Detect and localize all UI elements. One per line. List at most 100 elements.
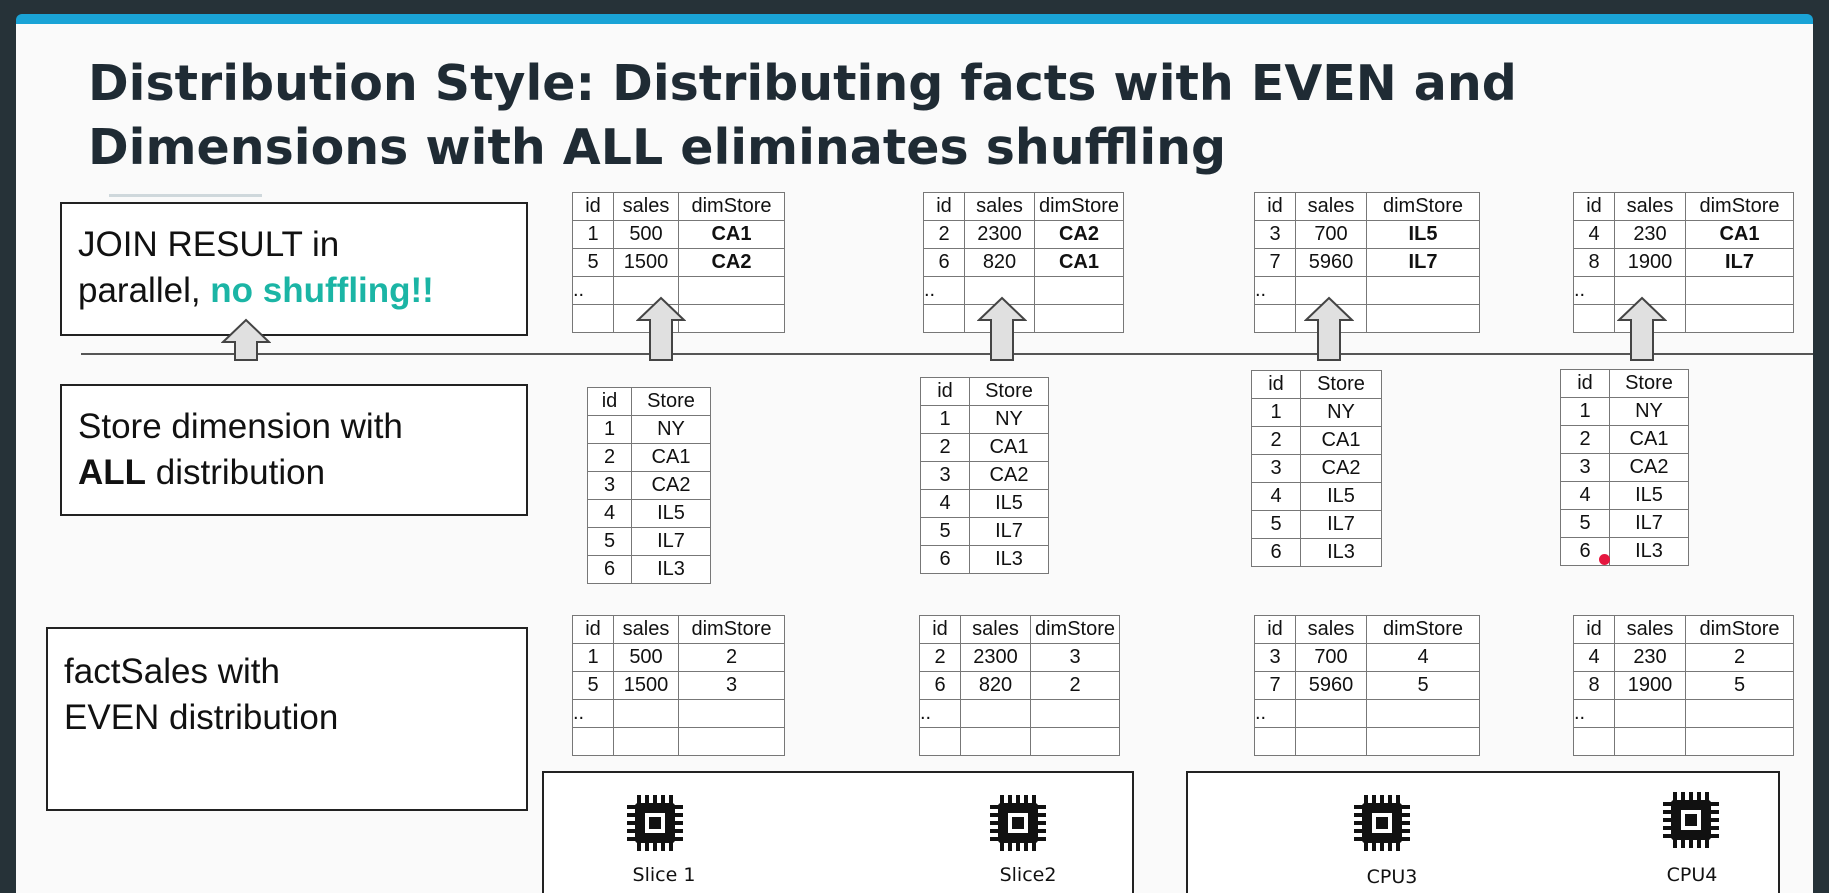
table-cell: 4 [587,499,632,528]
join-result-box: JOIN RESULT in parallel, no shuffling!! [60,202,528,336]
processor-label: CPU3 [1366,866,1418,888]
column-header: sales [1614,192,1686,221]
table-cell: IL7 [1366,248,1480,277]
fact-sales-box: factSales with EVEN distribution [46,627,528,811]
table-cell: 6 [920,545,970,574]
column-header: dimStore [1366,192,1480,221]
table-cell: 1 [587,415,632,444]
table-cell: 2 [1251,426,1301,455]
table-cell: .. [1254,699,1296,728]
column-header: id [1573,615,1615,644]
table-cell [1295,727,1367,756]
table-cell [960,699,1031,728]
table-cell: 700 [1295,643,1367,672]
column-header: Store [1300,370,1382,399]
title-line-1: Distribution Style: Distributing facts w… [88,55,1517,112]
table-cell: 2 [923,220,965,249]
table-cell: 2300 [964,220,1035,249]
table-cell: CA1 [1609,425,1689,454]
table-row [1254,727,1480,756]
table-cell: 5 [572,671,614,700]
column-header: sales [1295,192,1367,221]
table-cell: IL3 [631,555,711,584]
table-cell: 5960 [1295,248,1367,277]
table-row [1573,727,1794,756]
up-arrow-icon [1617,296,1667,361]
table-cell: 3 [920,461,970,490]
no-shuffling-highlight: no shuffling!! [210,271,434,310]
table-cell: 3 [1254,220,1296,249]
table-cell: 6 [923,248,965,277]
table-cell [678,304,785,333]
table-cell: 1500 [613,671,679,700]
store-dimension-box: Store dimension with ALL distribution [60,384,528,516]
table-row [1254,304,1480,333]
table-row: .. [1573,699,1794,728]
table-cell: 1 [1560,397,1610,426]
table-cell: NY [1609,397,1689,426]
column-header: sales [1295,615,1367,644]
table-cell [1254,727,1296,756]
separator-line [81,353,1813,355]
cpu-chip-icon [1354,795,1410,851]
column-header: id [920,377,970,406]
table-cell: 5 [1685,671,1794,700]
cpu-chip-icon [990,795,1046,851]
table-cell: 7 [1254,248,1296,277]
table-cell: IL5 [1366,220,1480,249]
table-cell [923,304,965,333]
table-cell: CA2 [1300,454,1382,483]
table-row: .. [1254,699,1480,728]
table-cell: CA2 [969,461,1049,490]
table-cell: 7 [1254,671,1296,700]
table-cell [1034,276,1124,305]
table-cell: CA1 [1685,220,1794,249]
table-cell: CA1 [1300,426,1382,455]
table-cell: 4 [1573,220,1615,249]
join-result-text-2: parallel, [78,271,211,310]
store-dim-text-2: distribution [146,453,326,492]
table-cell [919,727,961,756]
table-cell: 820 [964,248,1035,277]
table-cell [1030,699,1120,728]
table-cell: IL7 [969,517,1049,546]
table-cell: .. [923,276,965,305]
table-cell: 1 [1251,398,1301,427]
table-cell: 5 [587,527,632,556]
column-header: dimStore [1366,615,1480,644]
table-cell: CA2 [631,471,711,500]
table-cell: .. [1254,276,1296,305]
up-arrow-icon [1304,296,1354,361]
table-cell [1614,699,1686,728]
table-row: .. [1254,276,1480,305]
table-cell: 820 [960,671,1031,700]
column-header: sales [613,192,679,221]
column-header: sales [964,192,1035,221]
table-cell: 2 [1685,643,1794,672]
column-header: sales [613,615,679,644]
table-cell: CA1 [1034,248,1124,277]
table-cell: NY [1300,398,1382,427]
table-cell: .. [572,699,614,728]
table-cell: 2 [1560,425,1610,454]
table-cell: 5 [1251,510,1301,539]
table-cell: 3 [1560,453,1610,482]
table-cell: 1 [920,405,970,434]
table-cell: IL5 [969,489,1049,518]
